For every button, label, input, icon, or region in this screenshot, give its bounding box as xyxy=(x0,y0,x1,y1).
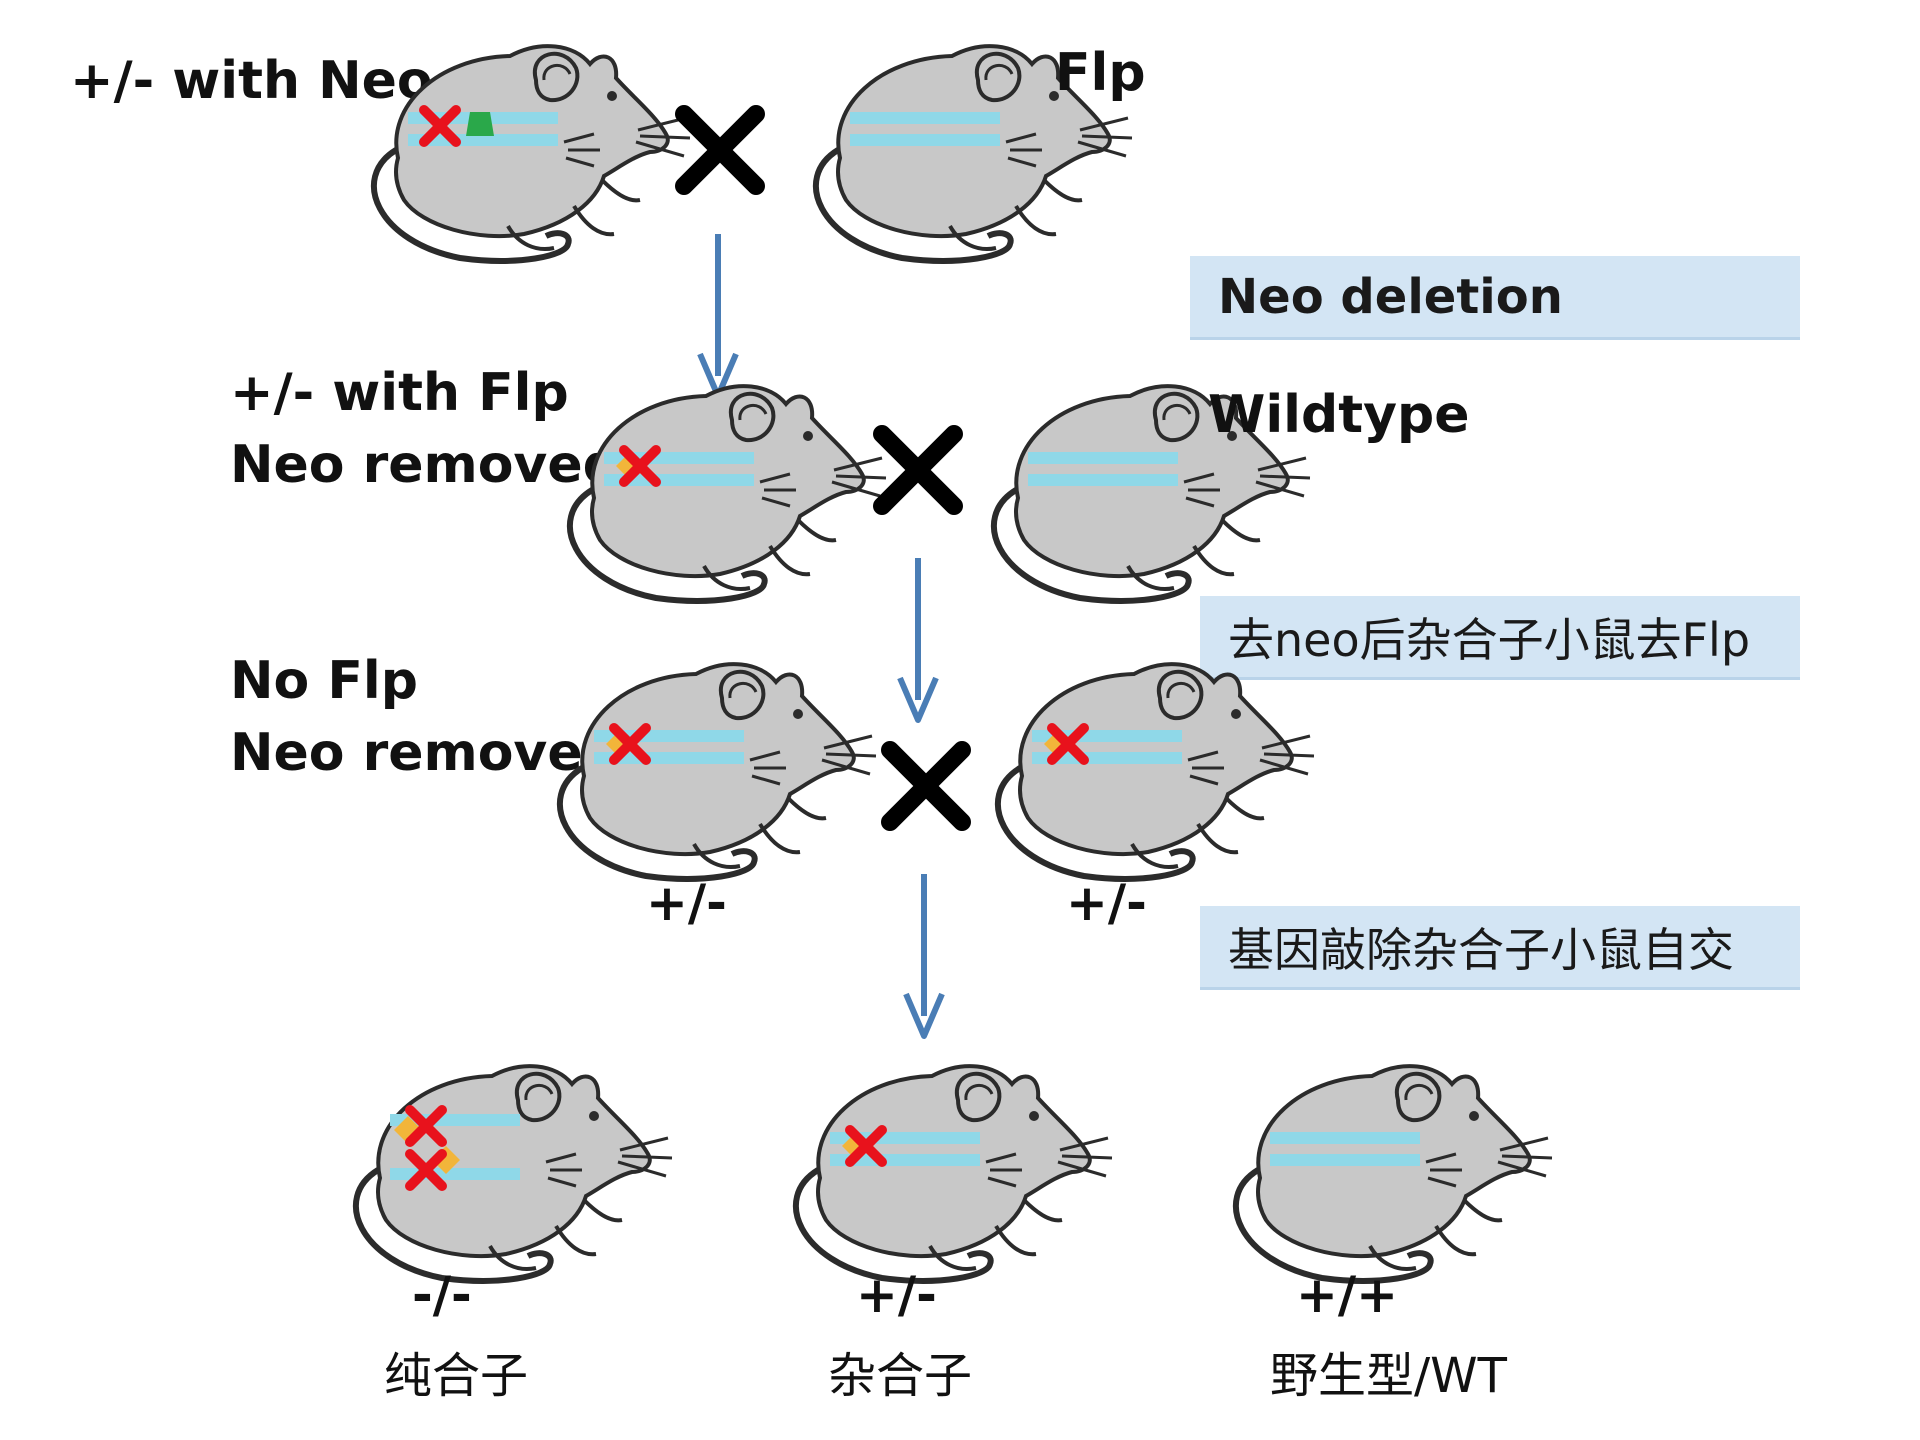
cross-icon xyxy=(881,741,971,831)
label-flp: Flp xyxy=(1055,43,1146,103)
mouse-icon xyxy=(790,1050,1110,1290)
arrow-down-icon xyxy=(897,558,939,723)
step-box-remove-flp: 去neo后杂合子小鼠去Flp xyxy=(1200,596,1800,680)
mouse-icon xyxy=(350,1050,670,1290)
label-wildtype: Wildtype xyxy=(1208,385,1470,445)
mouse-icon xyxy=(564,370,884,610)
mouse-icon xyxy=(992,648,1312,888)
arrow-down-icon xyxy=(903,874,945,1039)
genotype-label: +/- xyxy=(1066,874,1147,932)
cross-icon xyxy=(675,105,765,195)
label-neo-removed: Neo removed xyxy=(230,435,620,495)
mouse-icon xyxy=(554,648,874,888)
step-box-neo-deletion: Neo deletion xyxy=(1190,256,1800,340)
label-no-flp: No Flp xyxy=(230,651,418,711)
genotype-label: +/- xyxy=(646,874,727,932)
offspring-genotype-homozygous: -/- xyxy=(412,1266,472,1324)
cross-icon xyxy=(873,425,963,515)
mouse-icon xyxy=(368,30,688,270)
offspring-name-homozygous: 纯合子 xyxy=(384,1348,529,1404)
offspring-genotype-wildtype: +/+ xyxy=(1296,1266,1399,1324)
step-box-intercross: 基因敲除杂合子小鼠自交 xyxy=(1200,906,1800,990)
offspring-name-heterozygous: 杂合子 xyxy=(828,1348,973,1404)
label-het-with-neo: +/- with Neo xyxy=(70,51,433,111)
label-het-with-flp: +/- with Flp xyxy=(230,363,569,423)
offspring-name-wildtype: 野生型/WT xyxy=(1270,1348,1507,1404)
label-neo-removed-2: Neo removed xyxy=(230,723,620,783)
mouse-icon xyxy=(1230,1050,1550,1290)
offspring-genotype-heterozygous: +/- xyxy=(856,1266,937,1324)
